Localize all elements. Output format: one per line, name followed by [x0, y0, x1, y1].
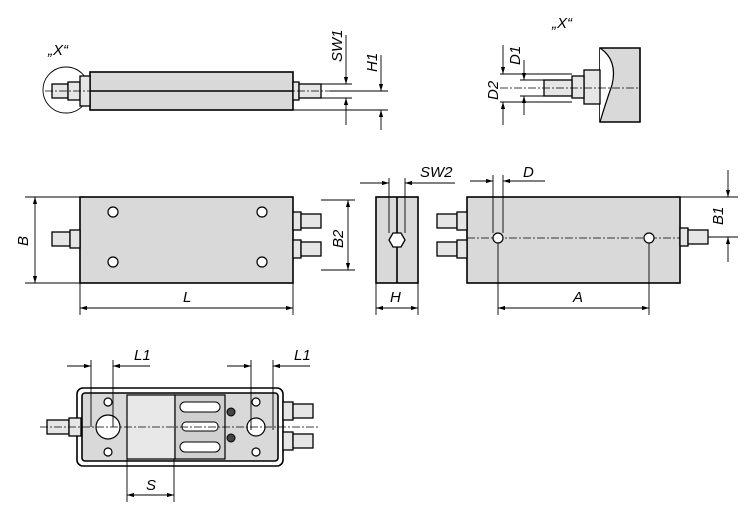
s-label: S	[146, 477, 156, 494]
d2-label: D2	[485, 80, 502, 100]
d-label: D	[523, 164, 534, 181]
detail-x-callout-label: „X“	[47, 42, 69, 59]
section-view: L1 L1 S	[40, 347, 320, 502]
l1-right-label: L1	[294, 347, 311, 364]
side-view-top: „X“ SW1 H1	[42, 29, 388, 130]
a-label: A	[572, 289, 583, 306]
l1-left-label: L1	[134, 347, 151, 364]
sw1-label: SW1	[329, 29, 346, 62]
l-label: L	[183, 289, 191, 306]
b2-label: B2	[330, 229, 347, 248]
end-view: SW2 H	[360, 164, 455, 315]
h-label: H	[390, 289, 401, 306]
detail-x-title: „X“	[551, 15, 573, 32]
detail-x-view: „X“ D1 D2	[485, 15, 641, 125]
rear-view: D B1 A	[436, 164, 738, 315]
front-view: B L B2	[15, 196, 355, 315]
sw2-label: SW2	[420, 164, 453, 181]
h1-label: H1	[364, 53, 381, 72]
b1-label: B1	[710, 207, 727, 225]
d1-label: D1	[507, 46, 524, 65]
b-label: B	[15, 236, 32, 246]
